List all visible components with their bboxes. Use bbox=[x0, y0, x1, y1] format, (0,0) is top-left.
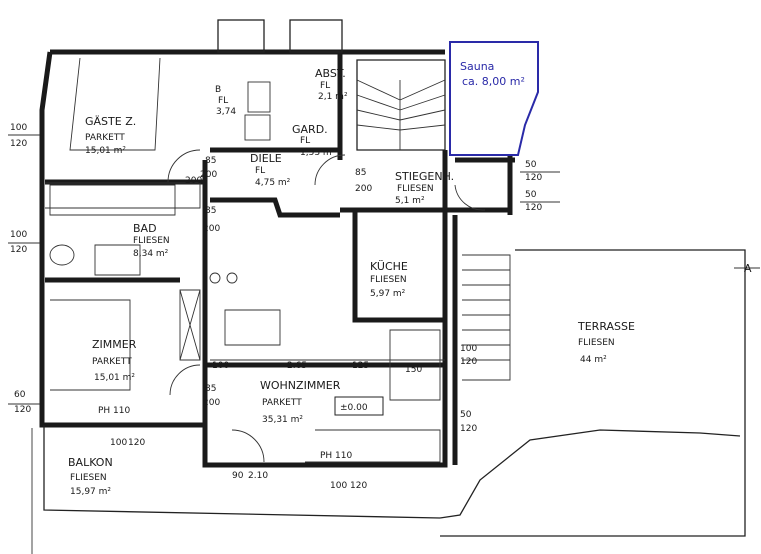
room-wc-floor: FL bbox=[218, 96, 228, 106]
walls bbox=[39, 49, 515, 468]
room-gaeste-floor: PARKETT bbox=[85, 133, 125, 143]
dim: 200 bbox=[355, 184, 372, 194]
dim: 120 bbox=[10, 245, 27, 255]
section-mark: A bbox=[744, 262, 752, 275]
room-terrasse-name: TERRASSE bbox=[577, 320, 635, 333]
room-kueche-area: 5,97 m² bbox=[370, 289, 406, 299]
dim: 150 bbox=[405, 365, 422, 375]
room-wc-name: B bbox=[215, 85, 221, 95]
dim: 120 bbox=[460, 357, 477, 367]
room-stiegenh-name: STIEGENH. bbox=[395, 170, 454, 183]
room-sauna-name: Sauna bbox=[460, 60, 494, 73]
room-diele-name: DIELE bbox=[250, 152, 282, 165]
dim: 100 bbox=[460, 344, 477, 354]
dim: 200 bbox=[203, 224, 220, 234]
dim: 90 bbox=[232, 471, 244, 481]
room-terrasse-area: 44 m² bbox=[580, 355, 607, 365]
room-gard-name: GARD. bbox=[292, 123, 328, 136]
dim: 100 bbox=[10, 123, 27, 133]
dim: 50 bbox=[525, 160, 537, 170]
dim: 100 bbox=[212, 361, 229, 371]
room-diele-floor: FL bbox=[255, 166, 265, 176]
dim: 100 bbox=[10, 230, 27, 240]
level-mark: ±0.00 bbox=[340, 403, 368, 413]
dim: PH 110 bbox=[320, 451, 353, 461]
room-bad-floor: FLIESEN bbox=[133, 236, 170, 246]
dim: 85 bbox=[355, 168, 366, 178]
staircase bbox=[356, 59, 511, 381]
dim: 120 bbox=[350, 481, 367, 491]
dim: 85 bbox=[205, 206, 216, 216]
dim: 120 bbox=[10, 139, 27, 149]
doors bbox=[167, 149, 486, 463]
windows bbox=[217, 19, 343, 53]
room-gaeste-name: GÄSTE Z. bbox=[85, 115, 136, 128]
room-abst-area: 2,1 m² bbox=[318, 92, 348, 102]
room-gard-floor: FL bbox=[300, 136, 310, 146]
dim: 100 bbox=[330, 481, 347, 491]
dim: 120 bbox=[14, 405, 31, 415]
sauna-outline bbox=[449, 41, 539, 156]
dim: 2.65 bbox=[287, 361, 307, 371]
furniture bbox=[45, 57, 441, 463]
dim: 120 bbox=[525, 203, 542, 213]
room-bad-area: 8,34 m² bbox=[133, 249, 169, 259]
dim: 2.10 bbox=[248, 471, 268, 481]
room-abst-floor: FL bbox=[320, 81, 330, 91]
room-balkon-floor: FLIESEN bbox=[70, 473, 107, 483]
level-box bbox=[334, 396, 384, 416]
room-abst-name: ABST. bbox=[315, 67, 346, 80]
dim: PH 110 bbox=[98, 406, 131, 416]
dim: 120 bbox=[525, 173, 542, 183]
room-diele-area: 4,75 m² bbox=[255, 178, 291, 188]
room-wc-area: 3,74 bbox=[216, 107, 236, 117]
room-zimmer-area: 15,01 m² bbox=[94, 373, 135, 383]
dim: 85 bbox=[205, 156, 216, 166]
room-gard-area: 1,53 m² bbox=[300, 148, 336, 158]
room-wohnzimmer-floor: PARKETT bbox=[262, 398, 302, 408]
room-zimmer-name: ZIMMER bbox=[92, 338, 137, 351]
dim: 85 bbox=[205, 384, 216, 394]
room-balkon-area: 15,97 m² bbox=[70, 487, 111, 497]
room-zimmer-floor: PARKETT bbox=[92, 357, 132, 367]
room-terrasse-floor: FLIESEN bbox=[578, 338, 615, 348]
dim: 125 bbox=[352, 361, 369, 371]
room-kueche-floor: FLIESEN bbox=[370, 275, 407, 285]
room-wohnzimmer-area: 35,31 m² bbox=[262, 415, 303, 425]
room-gaeste-area: 15,01 m² bbox=[85, 146, 126, 156]
room-kueche-name: KÜCHE bbox=[370, 260, 408, 273]
room-sauna-area: ca. 8,00 m² bbox=[462, 75, 525, 88]
room-stiegenh-floor: FLIESEN bbox=[397, 184, 434, 194]
dim: 200 bbox=[200, 170, 217, 180]
dim: 50 bbox=[525, 190, 537, 200]
dim: 200 bbox=[185, 176, 202, 186]
dim: 120 bbox=[128, 438, 145, 448]
dim: 100 bbox=[110, 438, 127, 448]
room-balkon-name: BALKON bbox=[68, 456, 113, 469]
dim: 60 bbox=[14, 390, 26, 400]
dim: 200 bbox=[203, 398, 220, 408]
dim: 120 bbox=[460, 424, 477, 434]
room-bad-name: BAD bbox=[133, 222, 157, 235]
outdoor-areas bbox=[31, 249, 760, 554]
room-wohnzimmer-name: WOHNZIMMER bbox=[260, 379, 341, 392]
dimension-labels: 100 120 100 120 60 120 50 120 50 120 100… bbox=[8, 123, 560, 491]
dim: 50 bbox=[460, 410, 472, 420]
room-stiegenh-area: 5,1 m² bbox=[395, 196, 425, 206]
